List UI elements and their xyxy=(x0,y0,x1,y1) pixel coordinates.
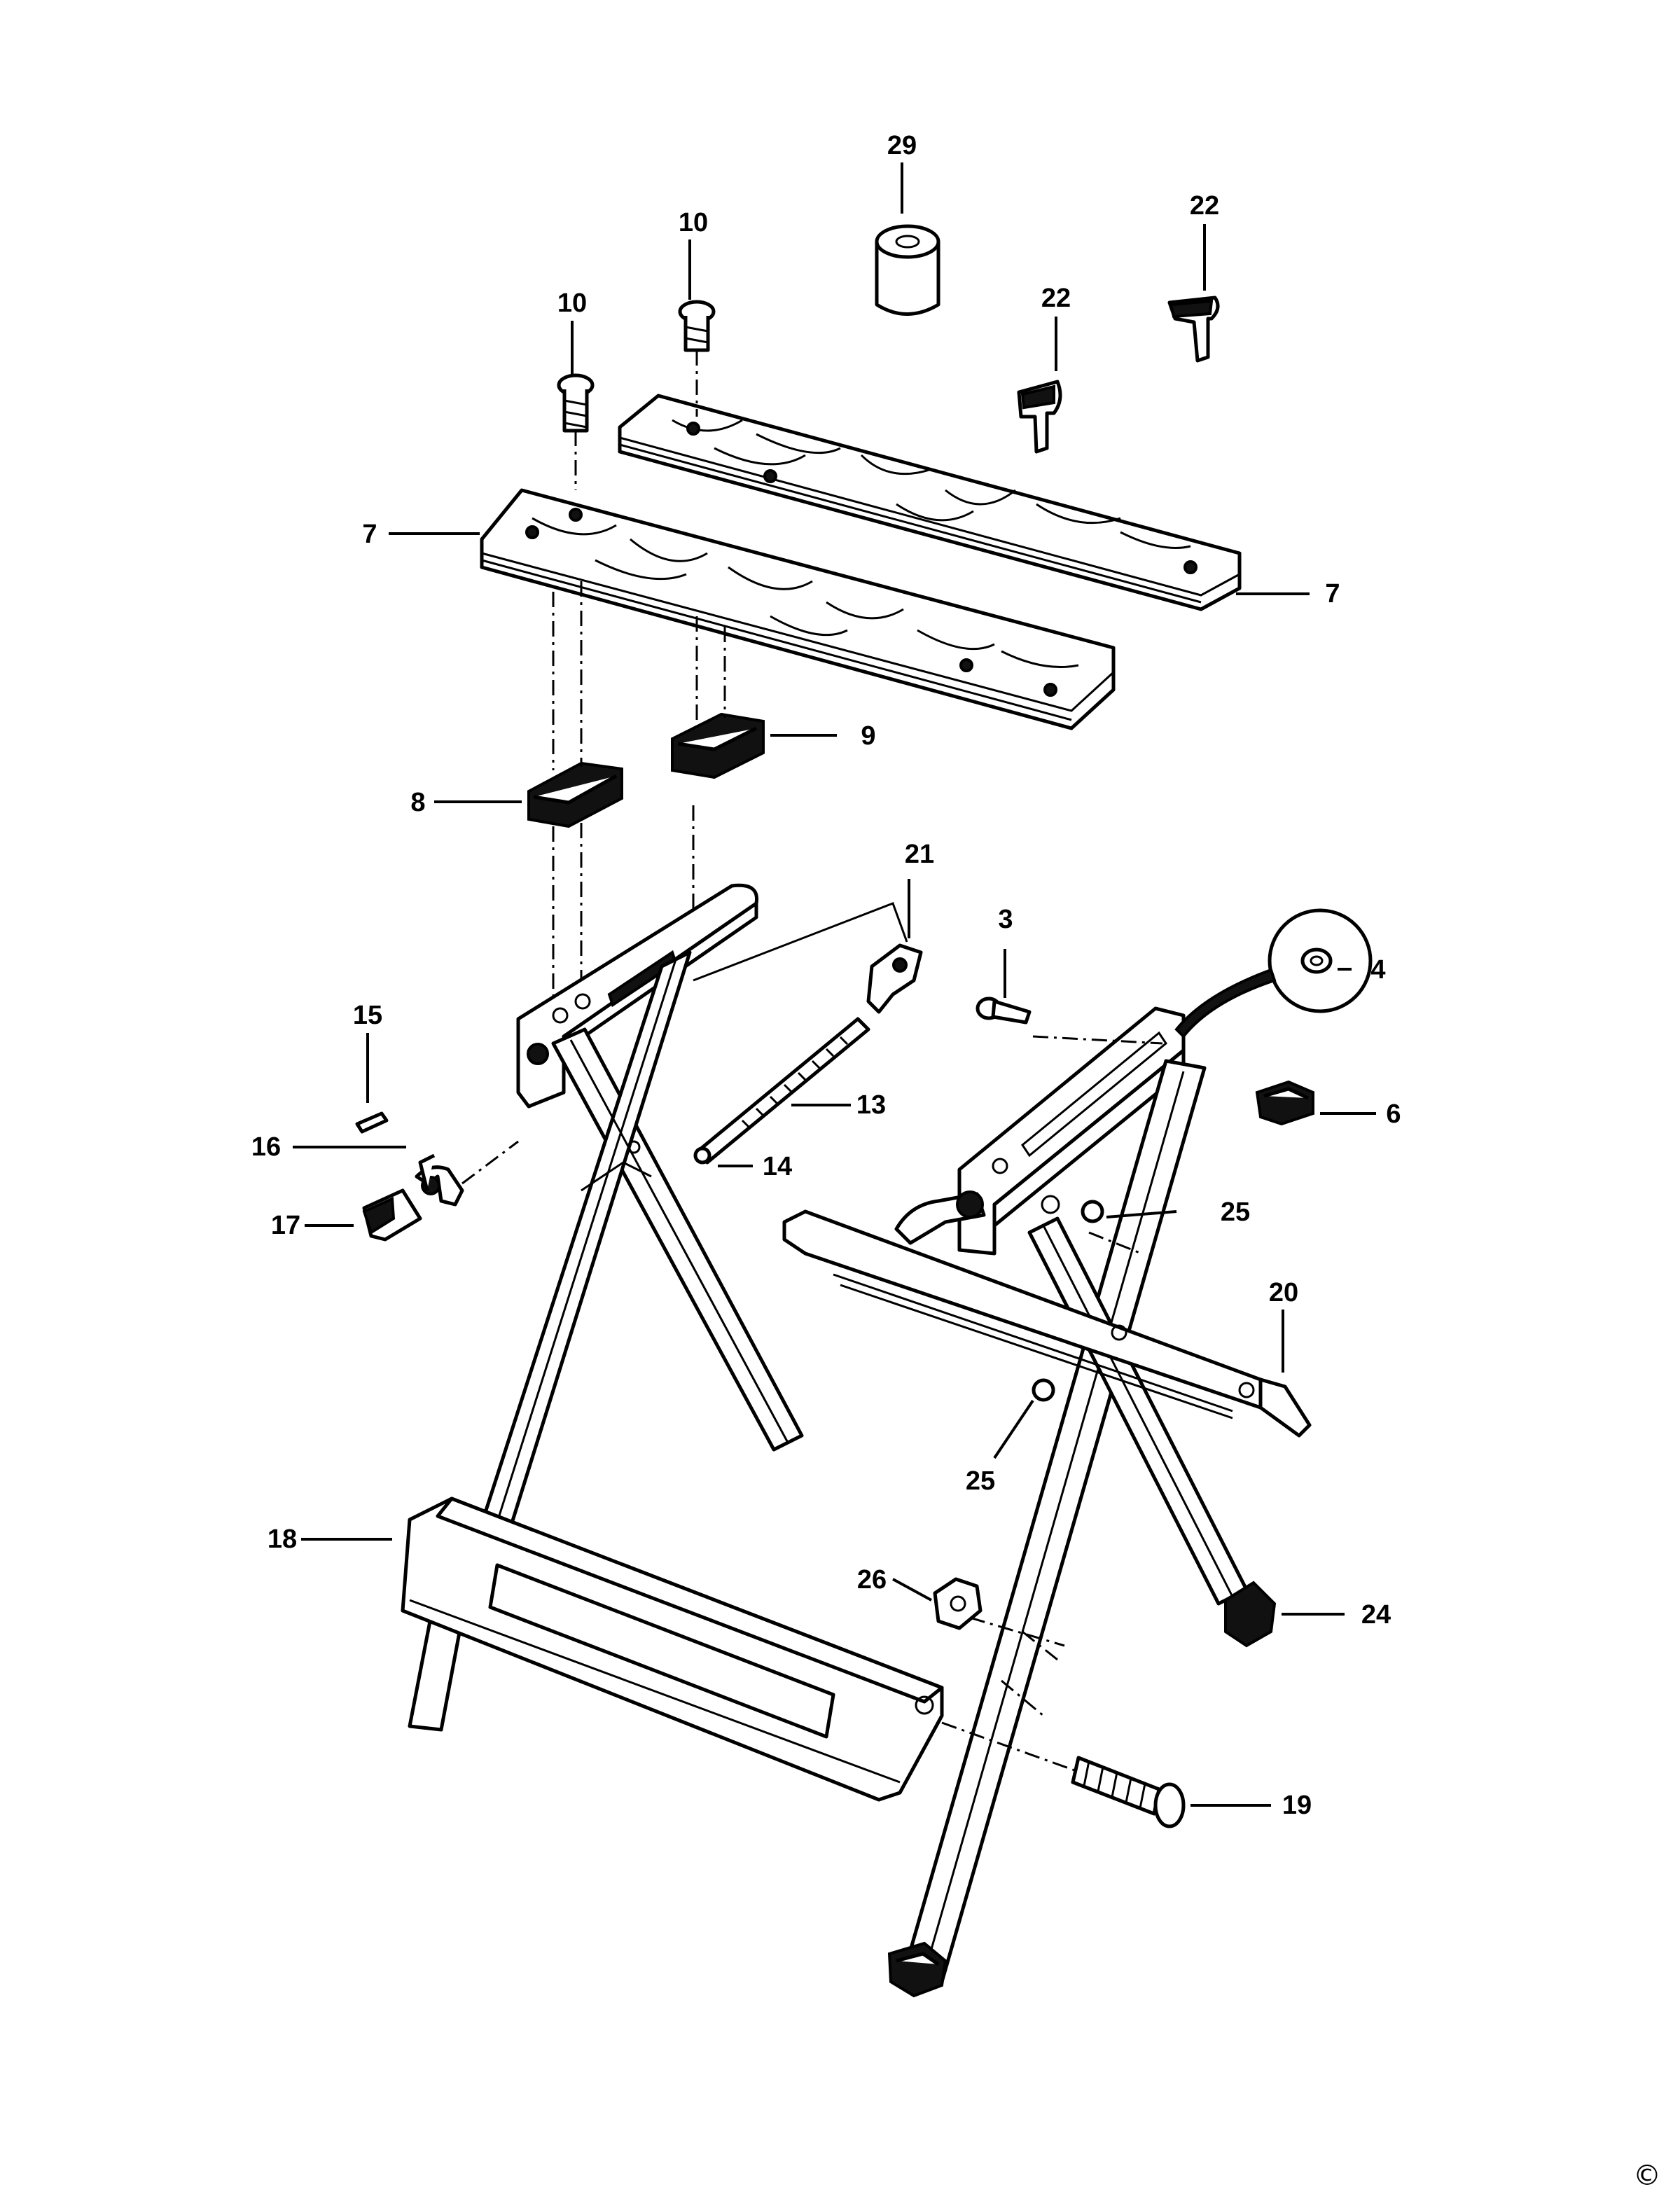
label-22-right: 22 xyxy=(1190,191,1219,221)
part-13-rod xyxy=(695,1017,870,1165)
left-frame-assembly xyxy=(408,883,804,1732)
part-18-foot-bar xyxy=(401,1497,944,1802)
part-29-spacer xyxy=(875,224,940,316)
part-25-nut-lower xyxy=(1032,1378,1055,1402)
assembly-line-16 xyxy=(461,1140,519,1185)
copyright-mark: © xyxy=(1633,2160,1661,2192)
part-21-clamp xyxy=(866,943,923,1014)
label-7-right: 7 xyxy=(1325,579,1340,609)
label-10-lower: 10 xyxy=(557,289,587,318)
part-26-nut xyxy=(933,1577,983,1630)
label-26: 26 xyxy=(857,1565,887,1595)
leader-21-bracket xyxy=(693,902,908,982)
label-15: 15 xyxy=(353,1001,382,1030)
label-7-left: 7 xyxy=(362,520,377,549)
part-24-foot xyxy=(1224,1581,1277,1648)
label-8: 8 xyxy=(410,788,425,817)
label-18: 18 xyxy=(268,1525,297,1554)
label-6: 6 xyxy=(1386,1099,1401,1129)
part-7-board-front xyxy=(480,488,1116,730)
label-25-upper: 25 xyxy=(1221,1197,1250,1227)
part-14-pin xyxy=(693,1146,711,1165)
label-19: 19 xyxy=(1282,1791,1312,1820)
part-25-nut-upper xyxy=(1081,1200,1104,1223)
label-25-lower: 25 xyxy=(966,1466,995,1496)
part-8-block xyxy=(527,761,623,828)
label-24: 24 xyxy=(1361,1600,1391,1630)
foot-right-bottom xyxy=(887,1941,947,1998)
label-21: 21 xyxy=(905,840,934,869)
label-14: 14 xyxy=(763,1152,792,1181)
part-9-block xyxy=(671,712,765,779)
part-10-bolt-right xyxy=(678,300,716,352)
part-6-foot xyxy=(1255,1080,1314,1126)
label-9: 9 xyxy=(861,721,875,751)
leader-lines xyxy=(293,162,1376,1807)
part-17-cap xyxy=(362,1188,422,1242)
label-10-upper: 10 xyxy=(679,208,708,237)
assembly-lines-top xyxy=(552,350,726,1001)
part-7-board-back xyxy=(618,394,1242,611)
label-20: 20 xyxy=(1269,1278,1298,1307)
part-10-bolt-left xyxy=(557,373,595,433)
part-15-pin xyxy=(355,1111,389,1134)
label-13: 13 xyxy=(856,1090,886,1120)
label-22-left: 22 xyxy=(1041,284,1071,313)
part-4-callout xyxy=(1174,908,1373,1039)
right-frame-assembly xyxy=(782,1006,1312,1984)
part-16-handle xyxy=(415,1153,464,1207)
label-29: 29 xyxy=(887,131,917,160)
part-3-screw xyxy=(976,997,1032,1025)
part-22-peg-left xyxy=(1017,380,1062,454)
assembly-lines-bottom xyxy=(941,1616,1079,1773)
label-4: 4 xyxy=(1370,955,1385,985)
label-16: 16 xyxy=(251,1132,281,1162)
callout-labels: 29 10 10 22 22 7 7 9 8 21 3 4 15 13 6 16… xyxy=(251,131,1661,2192)
part-22-peg-right xyxy=(1167,296,1220,363)
part-19-bolt xyxy=(1071,1756,1186,1828)
label-3: 3 xyxy=(998,905,1013,934)
label-17: 17 xyxy=(271,1211,300,1240)
